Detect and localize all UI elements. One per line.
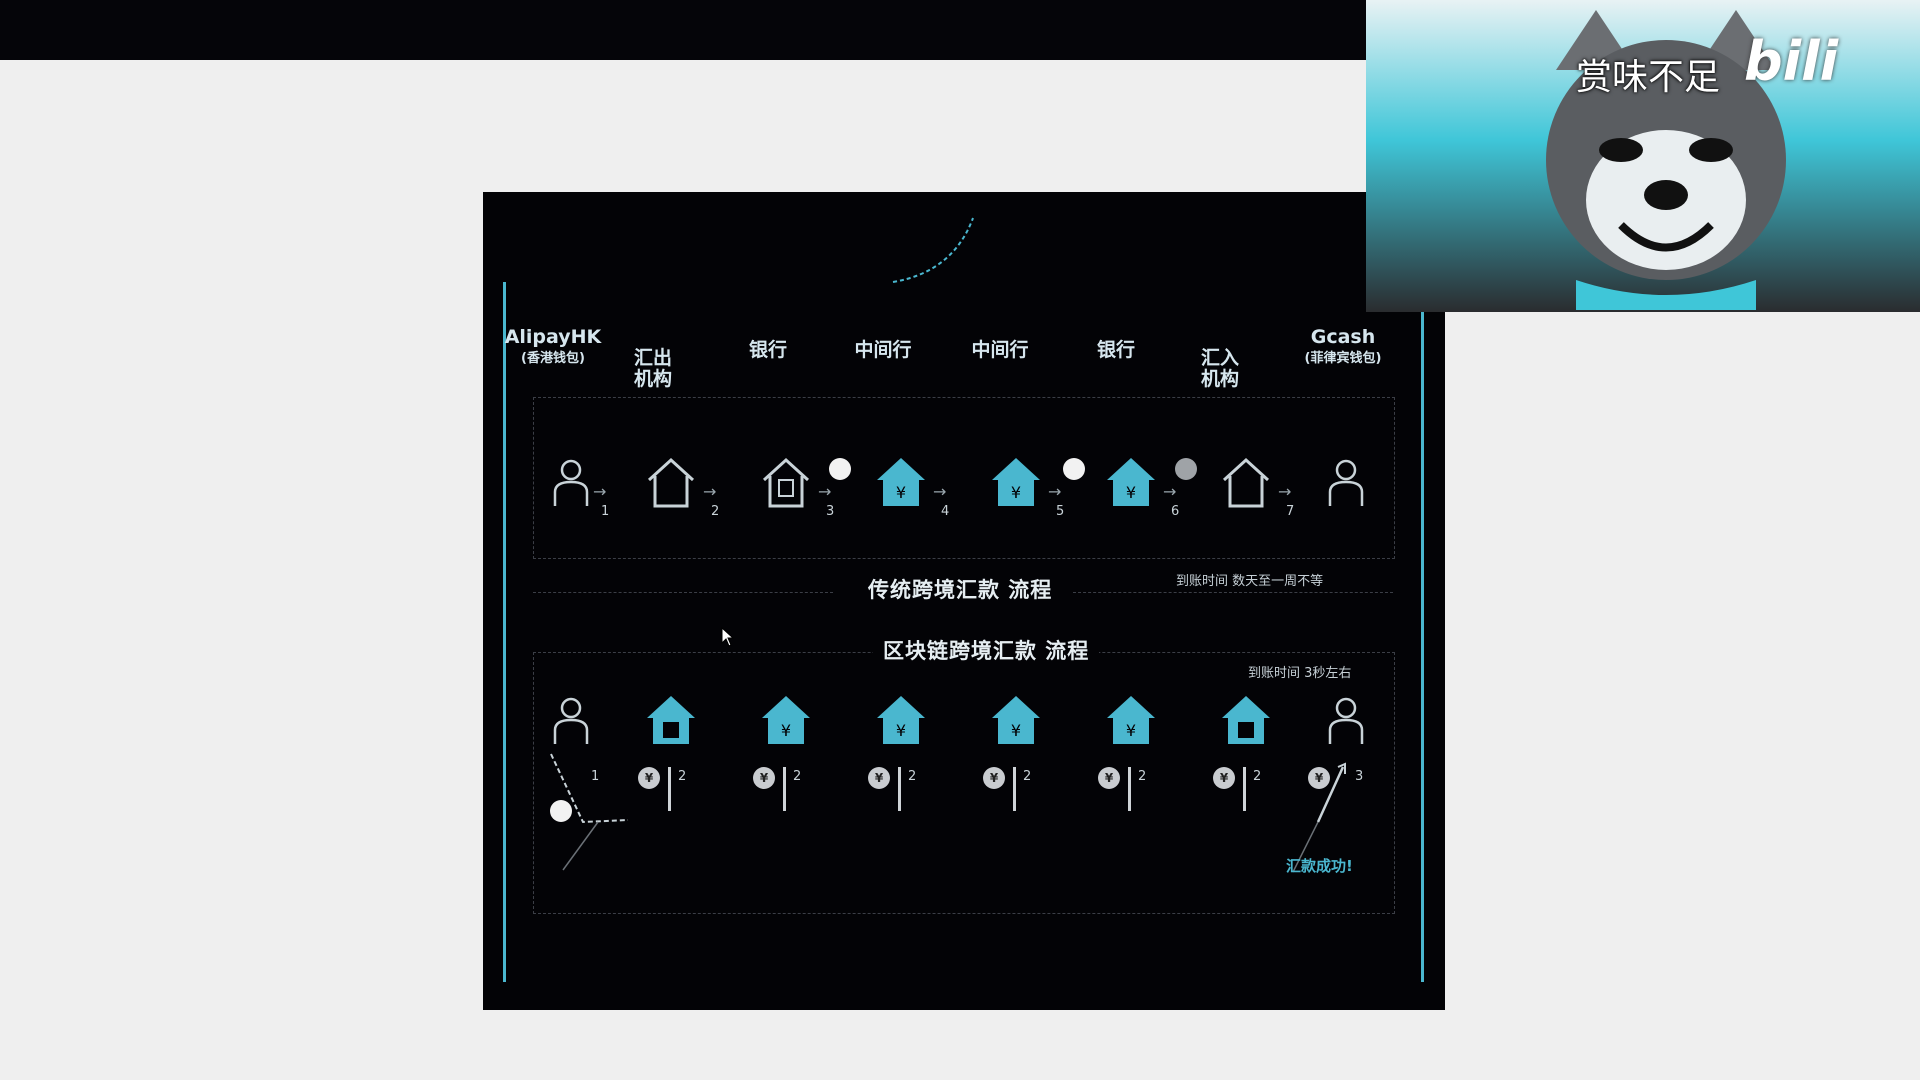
house-outline-icon [643, 454, 699, 510]
traditional-flow-box [533, 397, 1395, 559]
slide-accent-line-left [503, 282, 506, 982]
transfer-token [1063, 458, 1085, 480]
webcam-caption: 赏味不足 [1576, 57, 1721, 98]
traditional-flow-note: 到账时间 数天至一周不等 [1176, 574, 1324, 589]
flow-arrow: → [818, 482, 832, 501]
step-number: 2 [793, 769, 802, 784]
column-header-alipayhk: AlipayHK(香港钱包) [504, 326, 602, 367]
ledger-bar [783, 767, 786, 811]
ledger-bar [1243, 767, 1246, 811]
house-filled-icon [643, 692, 699, 748]
transfer-token [1175, 458, 1197, 480]
flow-path-start [550, 753, 629, 871]
transfer-success-label: 汇款成功! [1286, 857, 1353, 875]
step-number: 7 [1286, 504, 1295, 519]
coin-icon: ¥ [1308, 767, 1330, 789]
step-number: 2 [678, 769, 687, 784]
bank-filled-icon: ¥ [988, 454, 1044, 510]
step-number: 1 [591, 769, 600, 784]
ledger-bar [668, 767, 671, 811]
step-number: 2 [908, 769, 917, 784]
bank-outline-icon [758, 454, 814, 510]
svg-text:¥: ¥ [1011, 483, 1021, 502]
step-number: 2 [1023, 769, 1032, 784]
column-header-gcash: Gcash(菲律宾钱包) [1304, 326, 1382, 367]
column-header-intermediary-1: 中间行 [854, 339, 912, 361]
step-number: 2 [1253, 769, 1262, 784]
coin-icon: ¥ [1098, 767, 1120, 789]
ledger-bar [1013, 767, 1016, 811]
coin-icon: ¥ [983, 767, 1005, 789]
person-icon-sender [543, 454, 599, 510]
coin-icon: ¥ [638, 767, 660, 789]
step-number: 1 [601, 504, 610, 519]
webcam-overlay: 赏味不足 bili [1366, 0, 1920, 312]
step-number: 3 [826, 504, 835, 519]
step-number: 2 [1138, 769, 1147, 784]
coin-icon: ¥ [868, 767, 890, 789]
divider [1073, 592, 1393, 593]
decorative-arc [892, 217, 974, 283]
flow-arrow: → [593, 482, 607, 501]
bank-filled-icon: ¥ [873, 454, 929, 510]
column-header-bank-1: 银行 [748, 339, 787, 361]
mouse-cursor-icon [721, 627, 735, 647]
blockchain-flow-title: 区块链跨境汇款 流程 [873, 635, 1100, 665]
house-outline-icon [1218, 454, 1274, 510]
ledger-bar [1128, 767, 1131, 811]
coin-icon: ¥ [753, 767, 775, 789]
step-number: 6 [1171, 504, 1180, 519]
flow-arrow: → [933, 482, 947, 501]
bank-filled-icon: ¥ [758, 692, 814, 748]
svg-text:¥: ¥ [1126, 483, 1136, 502]
transfer-token [550, 800, 572, 822]
column-header-remit-out: 汇出 机构 [633, 347, 672, 390]
svg-text:¥: ¥ [1126, 721, 1136, 740]
flow-path-end [1292, 762, 1346, 873]
svg-text:¥: ¥ [896, 483, 906, 502]
traditional-flow-title: 传统跨境汇款 流程 [868, 578, 1053, 602]
coin-icon: ¥ [1213, 767, 1235, 789]
bank-filled-icon: ¥ [873, 692, 929, 748]
slide-accent-line-right [1421, 282, 1424, 982]
person-icon-sender [543, 692, 599, 748]
person-icon-receiver [1318, 454, 1374, 510]
flow-arrow: → [1048, 482, 1062, 501]
column-header-intermediary-2: 中间行 [971, 339, 1029, 361]
column-header-bank-2: 银行 [1096, 339, 1135, 361]
flow-arrow: → [1278, 482, 1292, 501]
svg-text:¥: ¥ [896, 721, 906, 740]
bank-filled-icon: ¥ [1103, 454, 1159, 510]
divider [533, 592, 833, 593]
step-number: 3 [1355, 769, 1364, 784]
column-header-remit-in: 汇入 机构 [1200, 347, 1239, 390]
step-number: 4 [941, 504, 950, 519]
svg-text:¥: ¥ [781, 721, 791, 740]
step-number: 5 [1056, 504, 1065, 519]
svg-text:¥: ¥ [1011, 721, 1021, 740]
step-number: 2 [711, 504, 720, 519]
transfer-token [829, 458, 851, 480]
house-filled-icon [1218, 692, 1274, 748]
bank-filled-icon: ¥ [1103, 692, 1159, 748]
bank-filled-icon: ¥ [988, 692, 1044, 748]
bilibili-logo: bili [1744, 30, 1839, 93]
blockchain-flow-note: 到账时间 3秒左右 [1248, 666, 1352, 681]
presentation-slide: AlipayHK(香港钱包) 汇出 机构 银行 中间行 中间行 银行 汇入 机构… [483, 192, 1445, 1010]
flow-arrow: → [703, 482, 717, 501]
person-icon-receiver [1318, 692, 1374, 748]
shiba-dog-image [1546, 10, 1786, 310]
ledger-bar [898, 767, 901, 811]
flow-arrow: → [1163, 482, 1177, 501]
